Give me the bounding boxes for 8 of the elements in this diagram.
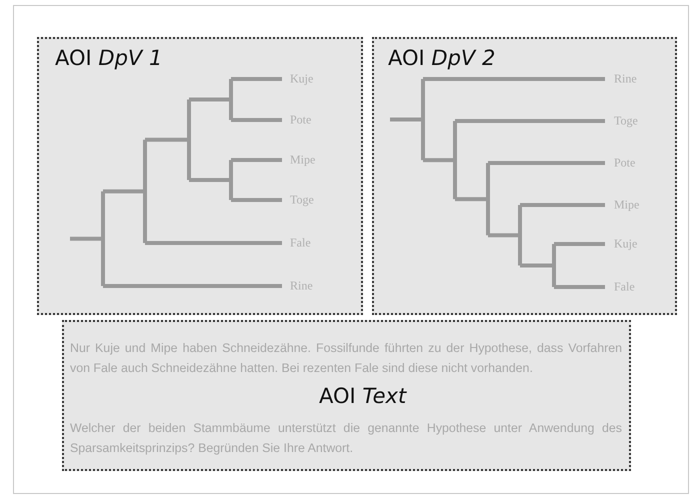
aoi-panel <box>37 37 363 315</box>
aoi-panel <box>62 320 631 471</box>
panel-title: AOI DpV 2 <box>388 46 496 70</box>
panel-title: AOI Text <box>319 384 406 408</box>
task-paragraph: Nur Kuje und Mipe haben Schneidezähne. Fossilfunde führten zu der Hypothese, dass Vorfahren von Fale auch Schneidezähne hatten. Bei rezenten Fale sind diese nicht vorhanden. <box>70 340 622 377</box>
aoi-panel <box>372 37 677 315</box>
task-paragraph: Welcher der beiden Stammbäume unterstützt die genannte Hypothese unter Anwendung des Sparsamkeitsprinzips? Begründen Sie Ihre Antwort. <box>70 420 622 457</box>
panel-title: AOI DpV 1 <box>55 46 162 70</box>
